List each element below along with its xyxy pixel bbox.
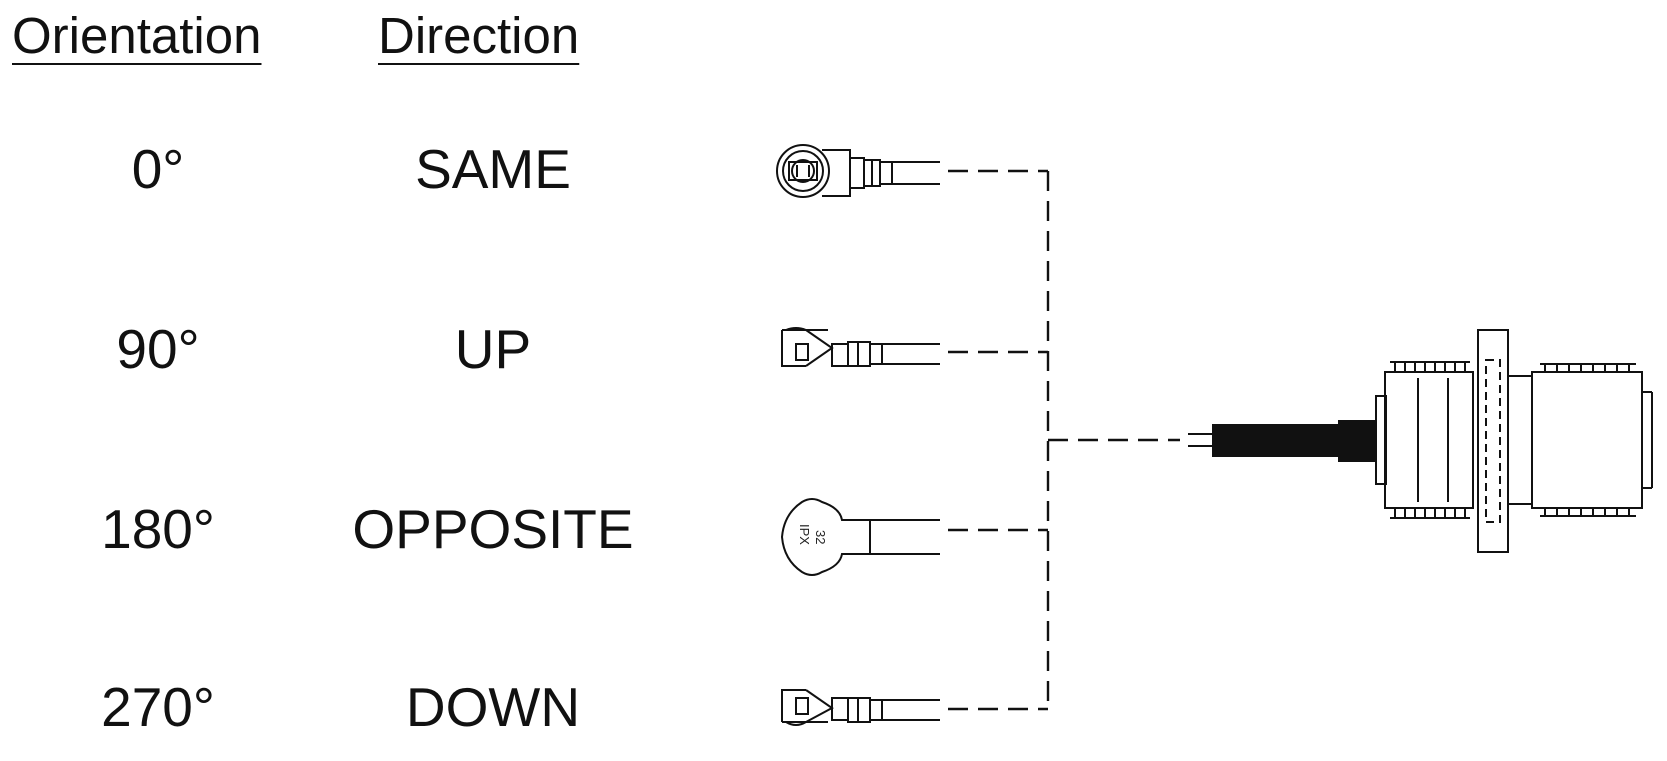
orientation-cell-1: 90° (116, 318, 200, 380)
orientation-cell-3: 270° (101, 676, 215, 738)
marking-number: 32 (813, 530, 828, 544)
cable-down (882, 699, 940, 721)
cable-main (1188, 420, 1376, 462)
direction-cell-2: OPPOSITE (352, 498, 634, 560)
orientation-cell-0: 0° (131, 138, 185, 200)
direction-header: Direction (378, 7, 580, 64)
direction-cell-0: SAME (415, 138, 571, 200)
connector-same-icon (776, 144, 893, 198)
cable-up (882, 343, 940, 365)
connector-down-icon (781, 689, 883, 726)
direction-cell-1: UP (454, 318, 532, 380)
dashed-leaders (948, 169, 1180, 711)
orientation-cell-2: 180° (101, 498, 215, 560)
cable-opposite (882, 519, 940, 555)
direction-cell-3: DOWN (405, 676, 581, 738)
connector-up-icon (781, 327, 883, 367)
orientation-header: Orientation (12, 7, 262, 64)
connector-opposite-icon: 32 IPX (780, 498, 882, 576)
marking-brand: IPX (797, 524, 812, 545)
cable-same (892, 161, 940, 185)
bulkhead-connector-icon (1375, 329, 1653, 553)
